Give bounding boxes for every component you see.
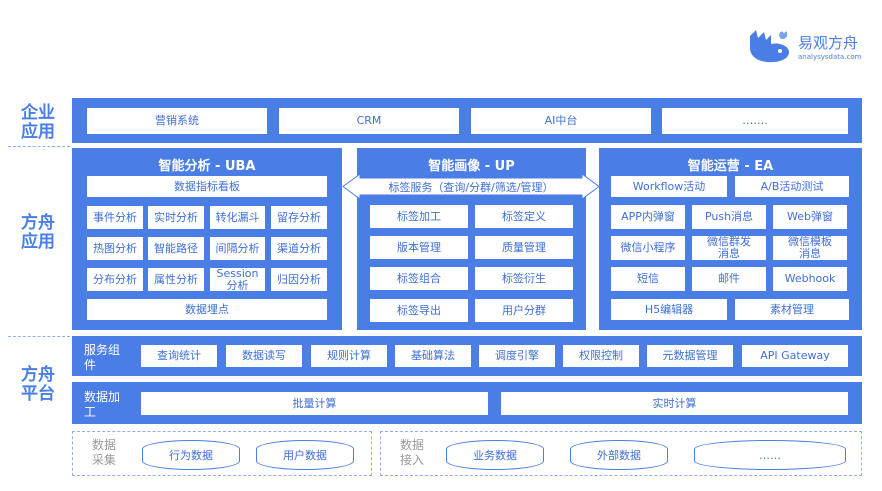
uba-dashboard[interactable]: 数据指标看板: [86, 175, 328, 198]
ea-item[interactable]: 微信模板 消息: [772, 235, 848, 261]
uba-tracking[interactable]: 数据埋点: [86, 298, 328, 321]
uba-item[interactable]: 留存分析: [270, 205, 328, 230]
separator-1: [8, 146, 70, 147]
enterprise-app-more[interactable]: …….: [661, 107, 849, 135]
enterprise-app-crm[interactable]: CRM: [278, 107, 460, 135]
ea-item[interactable]: 邮件: [691, 266, 767, 292]
batch-compute[interactable]: 批量计算: [140, 391, 489, 416]
ea-workflow[interactable]: Workflow活动: [610, 175, 728, 198]
uba-item[interactable]: 分布分析: [86, 267, 144, 292]
separator-2: [8, 336, 70, 337]
up-title: 智能画像 - UP: [428, 159, 515, 174]
ea-item[interactable]: 微信小程序: [610, 235, 686, 261]
uba-item[interactable]: 事件分析: [86, 205, 144, 230]
up-item[interactable]: 标签加工: [369, 204, 469, 229]
up-item[interactable]: 质量管理: [474, 235, 574, 260]
uba-item[interactable]: 渠道分析: [270, 236, 328, 261]
side-label-enterprise: 企业 应用: [21, 103, 55, 142]
user-data-db[interactable]: 用户数据: [256, 440, 354, 470]
service-item[interactable]: 数据读写: [225, 344, 303, 368]
ea-item[interactable]: Push消息: [691, 204, 767, 230]
up-item[interactable]: 标签导出: [369, 298, 469, 323]
side-label-platform: 方舟 平台: [21, 365, 55, 404]
up-item[interactable]: 用户分群: [474, 298, 574, 323]
brand-name: 易观方舟: [798, 34, 859, 52]
tag-service[interactable]: 标签服务（查询/分群/筛选/管理）: [388, 181, 554, 194]
access-label: 数据 接入: [400, 438, 425, 467]
ea-h5-editor[interactable]: H5编辑器: [610, 298, 728, 321]
uba-item[interactable]: 智能路径: [147, 236, 205, 261]
service-item[interactable]: 调度引擎: [478, 344, 556, 368]
external-data-db[interactable]: 外部数据: [570, 440, 668, 470]
uba-item[interactable]: 实时分析: [147, 205, 205, 230]
brand-url: analysysdata.com: [798, 53, 862, 61]
up-item[interactable]: 标签组合: [369, 266, 469, 291]
service-label: 服务组 件: [84, 343, 121, 372]
uba-item[interactable]: Session 分析: [209, 267, 266, 292]
ea-item[interactable]: Web弹窗: [772, 204, 848, 230]
side-label-app: 方舟 应用: [21, 213, 55, 252]
service-item[interactable]: 规则计算: [310, 344, 388, 368]
service-item[interactable]: API Gateway: [741, 344, 849, 368]
service-item[interactable]: 权限控制: [562, 344, 640, 368]
whale-icon: [750, 30, 789, 63]
up-item[interactable]: 标签衍生: [474, 266, 574, 291]
uba-item[interactable]: 属性分析: [147, 267, 205, 292]
up-item[interactable]: 标签定义: [474, 204, 574, 229]
service-item[interactable]: 元数据管理: [646, 344, 734, 368]
service-item[interactable]: 查询统计: [140, 344, 218, 368]
processing-label: 数据加 工: [84, 390, 121, 419]
enterprise-app-ai[interactable]: AI中台: [470, 107, 652, 135]
brand-logo: [747, 26, 793, 66]
business-data-db[interactable]: 业务数据: [446, 440, 544, 470]
uba-item[interactable]: 间隔分析: [209, 236, 266, 261]
uba-title: 智能分析 - UBA: [158, 159, 256, 174]
uba-item[interactable]: 热图分析: [86, 236, 144, 261]
ea-item[interactable]: 短信: [610, 266, 686, 292]
ea-item[interactable]: Webhook: [772, 266, 848, 292]
ea-item[interactable]: 微信群发 消息: [691, 235, 767, 261]
ea-title: 智能运营 - EA: [687, 159, 774, 174]
behavior-data-db[interactable]: 行为数据: [142, 440, 240, 470]
service-item[interactable]: 基础算法: [394, 344, 472, 368]
ea-item[interactable]: APP内弹窗: [610, 204, 686, 230]
collection-label: 数据 采集: [92, 438, 117, 467]
more-data-db[interactable]: ……: [694, 440, 846, 470]
ea-ab-test[interactable]: A/B活动测试: [734, 175, 850, 198]
up-item[interactable]: 版本管理: [369, 235, 469, 260]
ea-materials[interactable]: 素材管理: [734, 298, 850, 321]
enterprise-app-marketing[interactable]: 营销系统: [86, 107, 268, 135]
uba-item[interactable]: 归因分析: [270, 267, 328, 292]
uba-item[interactable]: 转化漏斗: [209, 205, 266, 230]
realtime-compute[interactable]: 实时计算: [500, 391, 849, 416]
